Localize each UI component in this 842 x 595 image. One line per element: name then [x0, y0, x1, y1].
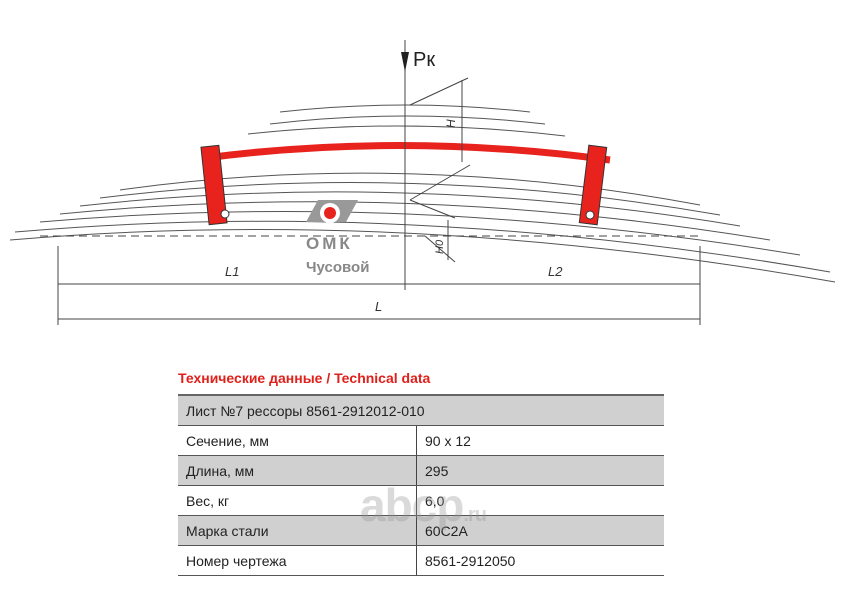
row-value: 6,0	[416, 485, 664, 516]
row-label: Марка стали	[178, 515, 417, 546]
load-label: Pк	[413, 49, 435, 71]
spring-leaf	[79, 191, 741, 227]
spring-leaf	[14, 220, 831, 273]
l1-label: L1	[225, 264, 239, 279]
row-value: 295	[416, 455, 664, 486]
l2-label: L2	[548, 264, 563, 279]
watermark-suffix: .ru	[463, 504, 487, 526]
omk-logo-icon	[306, 200, 358, 223]
table-header-row: Лист №7 рессоры 8561-2912012-010	[178, 394, 664, 426]
spring-leaf	[99, 181, 721, 216]
row-label: Вес, кг	[178, 485, 417, 516]
highlighted-leaf	[204, 141, 611, 164]
leaf-spring-drawing: Pк H H0 L1 L2 L ОМК Чусовой	[9, 40, 836, 325]
watermark: abcp.ru	[360, 478, 487, 532]
row-value: 90 x 12	[416, 425, 664, 456]
spring-leaf	[9, 228, 836, 283]
row-value: 60С2А	[416, 515, 664, 546]
spring-leaf	[59, 201, 771, 241]
logo-brand: ОМК	[306, 234, 353, 253]
technical-data-table: Лист №7 рессоры 8561-2912012-010 Сечение…	[178, 394, 664, 576]
watermark-main: abcp	[360, 479, 464, 531]
table-header: Лист №7 рессоры 8561-2912012-010	[178, 394, 664, 426]
l-label: L	[375, 299, 382, 314]
clamp-left	[200, 144, 228, 226]
clamp-right	[578, 144, 608, 226]
spring-leaf	[247, 125, 566, 137]
height-label: H	[444, 119, 458, 128]
row-label: Длина, мм	[178, 455, 417, 486]
row-label: Номер чертежа	[178, 545, 417, 576]
table-title: Технические данные / Technical data	[178, 370, 431, 386]
spring-leaf	[119, 172, 701, 206]
height0-label: H0	[434, 239, 446, 254]
row-value: 8561-2912050	[416, 545, 664, 576]
spring-leaf	[269, 115, 546, 125]
spring-leaf	[39, 210, 801, 256]
logo-city: Чусовой	[306, 259, 369, 276]
row-label: Сечение, мм	[178, 425, 417, 456]
